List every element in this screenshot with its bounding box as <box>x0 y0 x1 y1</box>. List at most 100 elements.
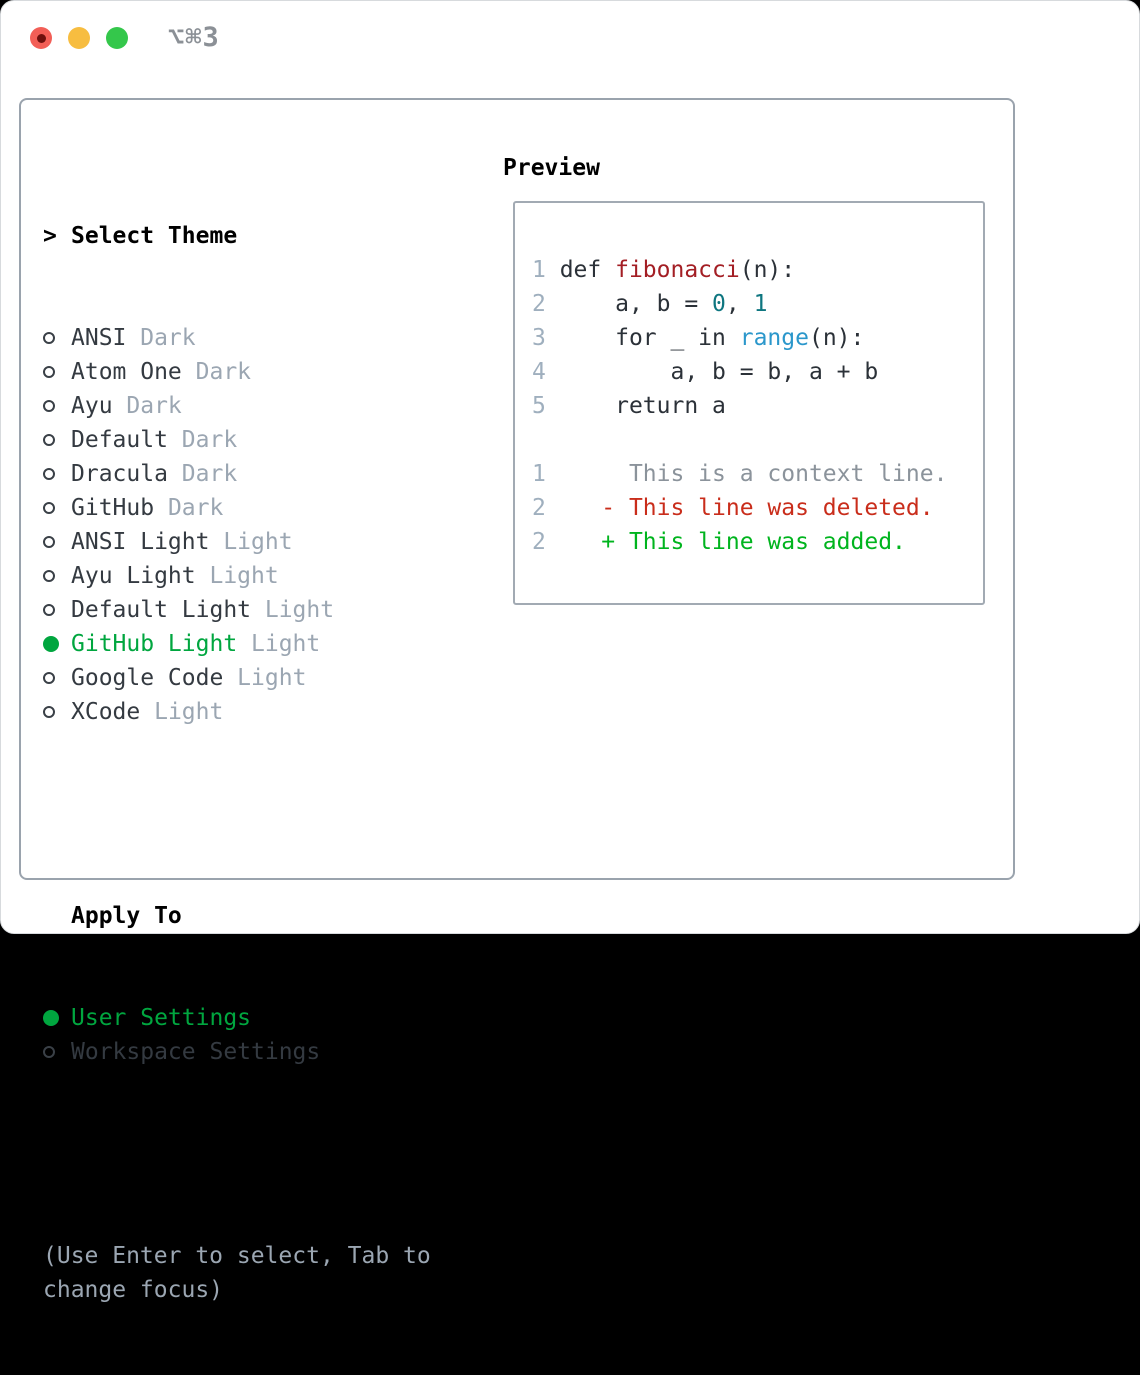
hollow-circle-icon <box>43 434 55 446</box>
selected-radio-icon <box>43 1010 71 1026</box>
line-number: 2 <box>532 291 560 317</box>
code-token-added: + This line was added. <box>560 529 906 555</box>
radio-icon <box>43 468 71 480</box>
apply-to-header: Apply To <box>71 899 182 933</box>
radio-icon <box>43 1046 71 1058</box>
keyboard-shortcut-label: ⌥⌘3 <box>168 22 220 53</box>
radio-icon <box>43 604 71 616</box>
hint-line: (Use Enter to select, Tab to <box>43 1239 431 1273</box>
code-token-plain: return a <box>560 393 726 419</box>
theme-variant: Light <box>237 627 320 661</box>
theme-name: Google Code <box>71 661 223 695</box>
hollow-circle-icon <box>43 672 55 684</box>
code-token-plain: a, b = <box>560 291 712 317</box>
hollow-circle-icon <box>43 1046 55 1058</box>
theme-variant: Dark <box>154 491 223 525</box>
select-theme-header: Select Theme <box>71 219 237 253</box>
line-number: 1 <box>532 461 560 487</box>
code-token-plain: def <box>560 257 615 283</box>
theme-name: Dracula <box>71 457 168 491</box>
titlebar: ⌥⌘3 <box>1 1 1139 77</box>
apply-option-label: Workspace Settings <box>71 1035 320 1069</box>
theme-name: ANSI Light <box>71 525 209 559</box>
radio-icon <box>43 706 71 718</box>
line-number: 3 <box>532 325 560 351</box>
code-line: 2 + This line was added. <box>532 525 983 559</box>
zoom-button[interactable] <box>106 27 128 49</box>
theme-option-ansi[interactable]: ANSI Dark <box>43 321 431 355</box>
theme-variant: Light <box>223 661 306 695</box>
theme-option-default-light[interactable]: Default Light Light <box>43 593 431 627</box>
code-line: 5 return a <box>532 389 983 423</box>
code-line: 4 a, b = b, a + b <box>532 355 983 389</box>
apply-to-header-row: Apply To <box>43 899 431 933</box>
theme-option-atom-one[interactable]: Atom One Dark <box>43 355 431 389</box>
theme-variant: Dark <box>113 389 182 423</box>
selected-radio-icon <box>43 636 71 652</box>
hollow-circle-icon <box>43 468 55 480</box>
radio-icon <box>43 502 71 514</box>
code-token-func: fibonacci <box>615 257 740 283</box>
theme-variant: Light <box>140 695 223 729</box>
radio-icon <box>43 434 71 446</box>
theme-variant: Dark <box>182 355 251 389</box>
radio-icon <box>43 366 71 378</box>
line-number: 2 <box>532 529 560 555</box>
theme-option-google-code[interactable]: Google Code Light <box>43 661 431 695</box>
theme-option-github-light[interactable]: GitHub Light Light <box>43 627 431 661</box>
theme-option-xcode[interactable]: XCode Light <box>43 695 431 729</box>
select-theme-header-row: > Select Theme <box>43 219 431 253</box>
filled-dot-icon <box>43 1010 59 1026</box>
code-line: 2 a, b = 0, 1 <box>532 287 983 321</box>
hollow-circle-icon <box>43 366 55 378</box>
theme-option-ayu-light[interactable]: Ayu Light Light <box>43 559 431 593</box>
line-number: 5 <box>532 393 560 419</box>
theme-name: Default Light <box>71 593 251 627</box>
theme-name: Atom One <box>71 355 182 389</box>
theme-variant: Dark <box>168 423 237 457</box>
apply-option-workspace-settings[interactable]: Workspace Settings <box>43 1035 431 1069</box>
code-line: 1 This is a context line. <box>532 457 983 491</box>
preview-header: Preview <box>503 151 600 185</box>
close-button[interactable] <box>30 27 52 49</box>
theme-option-default[interactable]: Default Dark <box>43 423 431 457</box>
theme-option-github[interactable]: GitHub Dark <box>43 491 431 525</box>
code-token-plain: a, b = b, a + b <box>560 359 879 385</box>
radio-icon <box>43 570 71 582</box>
code-line: 1 def fibonacci(n): <box>532 253 983 287</box>
selection-caret-icon: > <box>43 219 57 253</box>
theme-name: GitHub Light <box>71 627 237 661</box>
hollow-circle-icon <box>43 570 55 582</box>
theme-option-dracula[interactable]: Dracula Dark <box>43 457 431 491</box>
theme-name: Default <box>71 423 168 457</box>
hollow-circle-icon <box>43 400 55 412</box>
traffic-lights <box>30 27 128 49</box>
code-line: 2 - This line was deleted. <box>532 491 983 525</box>
theme-name: XCode <box>71 695 140 729</box>
code-token-plain: , <box>726 291 754 317</box>
theme-name: ANSI <box>71 321 126 355</box>
code-token-plain: for _ in <box>560 325 740 351</box>
theme-option-ansi-light[interactable]: ANSI Light Light <box>43 525 431 559</box>
theme-variant: Light <box>196 559 279 593</box>
code-token-context: This is a context line. <box>560 461 948 487</box>
code-token-plain: (n): <box>740 257 795 283</box>
theme-option-ayu[interactable]: Ayu Dark <box>43 389 431 423</box>
theme-variant: Light <box>251 593 334 627</box>
radio-icon <box>43 672 71 684</box>
hollow-circle-icon <box>43 604 55 616</box>
apply-option-user-settings[interactable]: User Settings <box>43 1001 431 1035</box>
hint-line: change focus) <box>43 1273 431 1307</box>
theme-name: Ayu <box>71 389 113 423</box>
radio-icon <box>43 400 71 412</box>
theme-name: GitHub <box>71 491 154 525</box>
minimize-button[interactable] <box>68 27 90 49</box>
